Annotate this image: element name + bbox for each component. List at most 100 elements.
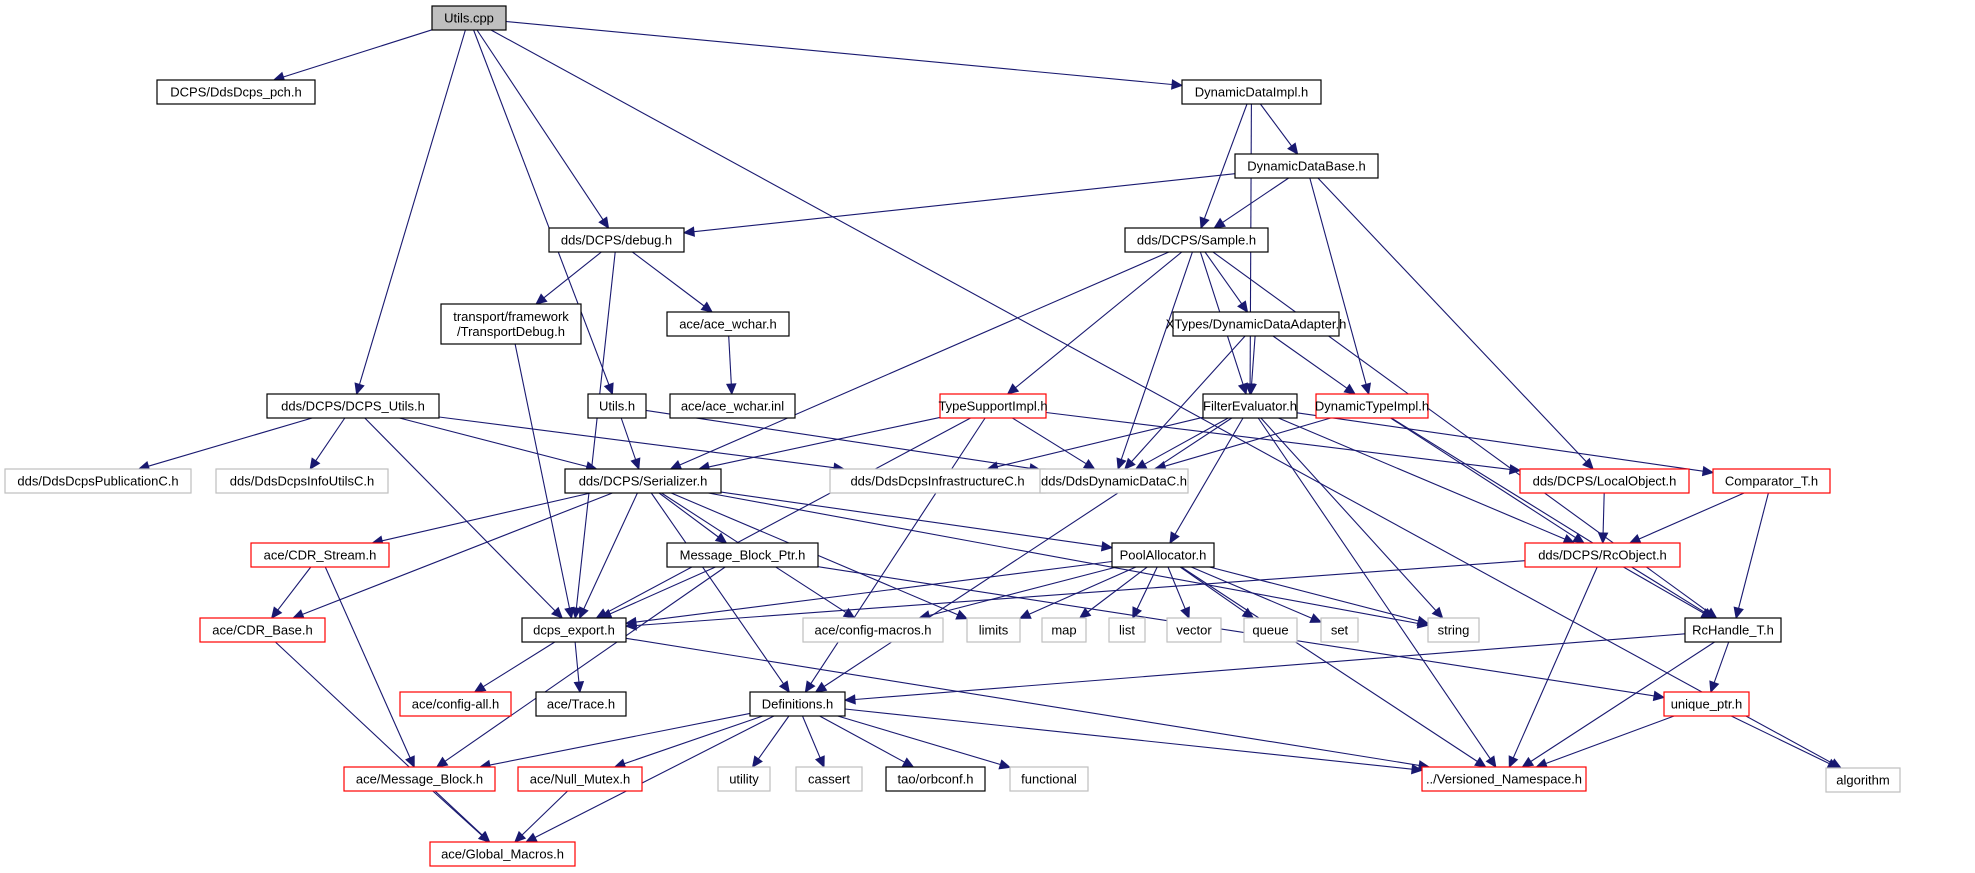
edge-line	[609, 566, 716, 615]
node-utils-h[interactable]: Utils.h	[587, 393, 647, 419]
edge-line	[1012, 417, 1087, 465]
node-box	[1712, 468, 1831, 494]
arrowhead-icon	[814, 755, 825, 769]
arrowhead-icon	[804, 680, 816, 694]
edge-cdr_base-to-global_macros	[275, 641, 491, 843]
edge-comparator-to-rcobject	[1628, 492, 1745, 544]
node-label: list	[1119, 623, 1135, 638]
arrowhead-icon	[1521, 756, 1535, 768]
node-dynamicdatabase[interactable]: DynamicDataBase.h	[1234, 153, 1379, 179]
edge-line	[534, 715, 775, 838]
edge-utils_cpp-to-ddsdcps_pch	[272, 29, 433, 82]
edge-line	[1045, 411, 1511, 470]
edge-line	[810, 417, 986, 684]
edge-sample-to-dyndataadapter	[1204, 251, 1249, 313]
edge-rchandle-to-unique_ptr	[1709, 641, 1730, 694]
node-dyndataadapter[interactable]: XTypes/DynamicDataAdapter.h	[1166, 311, 1347, 337]
node-box	[156, 79, 316, 105]
node-transportdebug[interactable]: transport/framework/TransportDebug.h	[440, 303, 582, 345]
node-ddsdcps-pch[interactable]: DCPS/DdsDcps_pch.h	[156, 79, 316, 105]
arrowhead-icon	[1082, 458, 1096, 470]
arrowhead-icon	[477, 831, 491, 843]
edge-dcps_export-to-config_all	[473, 641, 556, 693]
node-box	[1009, 766, 1089, 792]
node-dynamictypeimpl[interactable]: DynamicTypeImpl.h	[1315, 393, 1429, 419]
arrowhead-icon	[1309, 613, 1323, 623]
edge-line	[1180, 566, 1478, 762]
node-ace-wchar[interactable]: ace/ace_wchar.h	[666, 311, 790, 337]
node-filterevaluator[interactable]: FilterEvaluator.h	[1202, 393, 1298, 419]
edge-line	[720, 491, 1103, 547]
arrowhead-icon	[669, 459, 683, 470]
edge-line	[1278, 417, 1566, 540]
node-comparator[interactable]: Comparator_T.h	[1712, 468, 1831, 494]
node-dcps-export[interactable]: dcps_export.h	[521, 617, 627, 643]
edge-rcobject-to-dcps_export	[624, 560, 1526, 631]
edge-serializer-to-cdr_stream	[371, 492, 591, 546]
node-ace-wchar-inl[interactable]: ace/ace_wchar.inl	[669, 393, 796, 419]
node-serializer[interactable]: dds/DCPS/Serializer.h	[564, 468, 722, 494]
node-label: string	[1438, 623, 1470, 638]
edge-line	[399, 417, 588, 468]
node-global-macros[interactable]: ace/Global_Macros.h	[429, 841, 576, 867]
edge-line	[381, 492, 591, 542]
node-cdr-stream[interactable]: ace/CDR_Stream.h	[250, 542, 390, 568]
arrowhead-icon	[700, 301, 714, 313]
arrowhead-icon	[473, 681, 487, 693]
edge-line	[514, 343, 571, 609]
node-box	[666, 542, 819, 568]
node-orbconf[interactable]: tao/orbconf.h	[885, 766, 986, 792]
node-config-all[interactable]: ace/config-all.h	[399, 691, 512, 717]
node-rcobject[interactable]: dds/DCPS/RcObject.h	[1524, 542, 1681, 568]
node-cdr-base[interactable]: ace/CDR_Base.h	[199, 617, 326, 643]
node-box	[1124, 227, 1269, 253]
edge-line	[650, 492, 784, 685]
node-dynamicdataimpl[interactable]: DynamicDataImpl.h	[1181, 79, 1322, 105]
node-box	[1041, 617, 1087, 643]
node-sample[interactable]: dds/DCPS/Sample.h	[1124, 227, 1269, 253]
edge-dcps_export-to-versioned_ns	[625, 637, 1431, 771]
edge-line	[605, 417, 971, 614]
edge-localobject-to-rcobject	[1597, 492, 1609, 545]
node-label: ace/config-macros.h	[814, 623, 931, 638]
arrowhead-icon	[1132, 606, 1143, 620]
node-debug[interactable]: dds/DCPS/debug.h	[548, 227, 685, 253]
edge-line	[283, 29, 433, 78]
node-box	[1524, 542, 1681, 568]
node-box	[521, 617, 627, 643]
node-algorithm: algorithm	[1825, 767, 1901, 793]
node-rchandle[interactable]: RcHandle_T.h	[1684, 617, 1782, 643]
arrowhead-icon	[1628, 533, 1642, 544]
node-label: ace/Message_Block.h	[356, 772, 483, 787]
edge-line	[277, 566, 312, 611]
node-localobject[interactable]: dds/DCPS/LocalObject.h	[1519, 468, 1690, 494]
node-msgblockptr[interactable]: Message_Block_Ptr.h	[666, 542, 819, 568]
edge-line	[658, 492, 719, 538]
edge-line	[817, 566, 1655, 697]
edge-line	[801, 715, 821, 759]
node-null-mutex[interactable]: ace/Null_Mutex.h	[517, 766, 643, 792]
edge-line	[854, 633, 1686, 701]
node-versioned-ns[interactable]: ../Versioned_Namespace.h	[1421, 766, 1587, 792]
node-dcps-utils[interactable]: dds/DCPS/DCPS_Utils.h	[266, 393, 440, 419]
node-message-block[interactable]: ace/Message_Block.h	[343, 766, 496, 792]
node-label: Comparator_T.h	[1725, 474, 1818, 489]
node-definitions[interactable]: Definitions.h	[749, 691, 846, 717]
node-box	[1825, 767, 1901, 793]
arrowhead-icon	[309, 457, 321, 471]
edge-line	[1164, 417, 1331, 467]
node-utils-cpp[interactable]: Utils.cpp	[431, 5, 507, 31]
node-poolallocator[interactable]: PoolAllocator.h	[1111, 542, 1215, 568]
node-unique-ptr[interactable]: unique_ptr.h	[1663, 691, 1750, 717]
node-typesupportimpl[interactable]: TypeSupportImpl.h	[938, 393, 1048, 419]
node-box	[1427, 617, 1480, 643]
edge-line	[1738, 492, 1769, 609]
edge-line	[1257, 417, 1491, 760]
edge-utils_cpp-to-dynamicdataimpl	[505, 20, 1184, 90]
node-trace[interactable]: ace/Trace.h	[535, 691, 627, 717]
node-label: Definitions.h	[762, 697, 834, 712]
edge-poolallocator-to-vector	[1167, 566, 1190, 620]
edge-dcps_utils-to-publicationc	[137, 417, 313, 472]
edge-line	[1530, 641, 1715, 762]
edge-rcobject-to-rchandle	[1623, 566, 1714, 619]
